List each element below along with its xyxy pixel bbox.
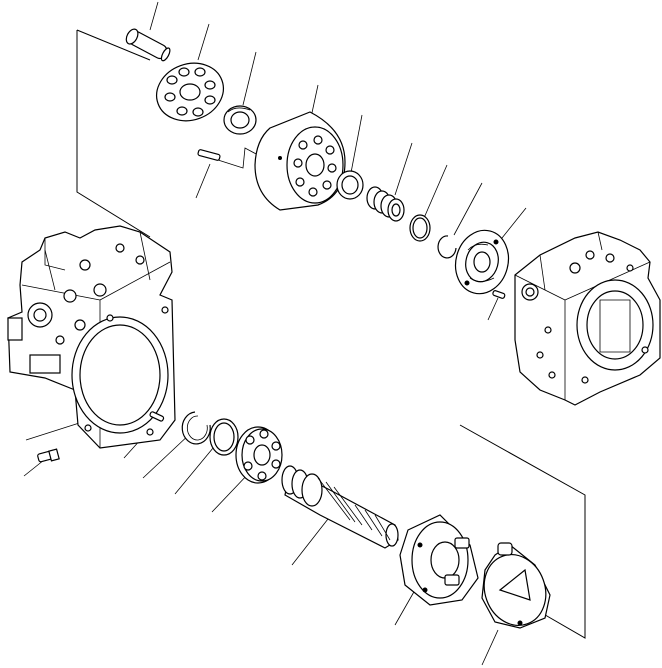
piston — [125, 28, 171, 62]
pin-upper — [197, 149, 221, 161]
bearing — [235, 426, 283, 484]
pump-case-left — [7, 225, 176, 449]
spacer-ring — [209, 418, 239, 456]
valve-plate — [454, 229, 510, 295]
snap-ring-lower — [181, 411, 211, 445]
snap-ring-small — [437, 235, 457, 259]
assembly-bracket-lower — [459, 424, 586, 639]
pump-case-right — [514, 231, 661, 406]
pin-center — [492, 290, 506, 299]
retaining-ring — [336, 170, 364, 200]
retainer-plate — [156, 62, 224, 122]
cylinder-block — [254, 111, 346, 211]
pin-lower — [149, 411, 165, 422]
cradle — [481, 542, 551, 629]
spherical-bushing — [223, 105, 257, 135]
assembly-bracket-upper — [76, 29, 151, 238]
snap-ring-upper — [409, 214, 431, 242]
shaft — [281, 465, 399, 549]
swash-plate — [399, 514, 479, 606]
bolt — [37, 448, 60, 463]
spring — [366, 186, 405, 222]
